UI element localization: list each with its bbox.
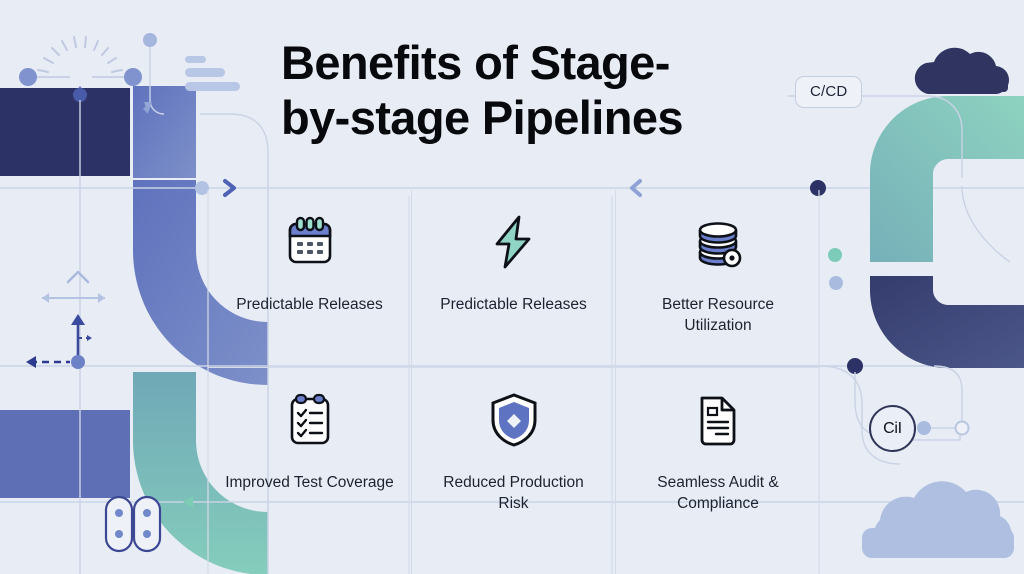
ci-circle-badge[interactable]: CiI (869, 405, 916, 452)
document-icon (688, 390, 748, 450)
benefit-card-predictable-releases-2[interactable]: Predictable Releases (412, 190, 616, 368)
calendar-icon (280, 212, 340, 272)
benefit-label: Seamless Audit & Compliance (657, 474, 779, 513)
benefit-label: Better Resource Utilization (662, 296, 774, 335)
gauge-icon (19, 36, 142, 102)
benefit-card-better-resource-utilization[interactable]: Better Resource Utilization (616, 190, 820, 368)
benefit-label: Reduced Production Risk (443, 474, 584, 513)
shield-icon (484, 390, 544, 450)
benefit-label: Predictable Releases (440, 296, 587, 313)
bar-chart-lines (185, 56, 240, 91)
capsule-pair-icon (104, 495, 193, 553)
right-connector-dots (917, 420, 970, 436)
page-title-line-2: by-stage Pipelines (281, 90, 684, 144)
cloud-light-icon (862, 481, 1014, 558)
left-navy-block (0, 88, 130, 176)
benefit-card-improved-test-coverage[interactable]: Improved Test Coverage (208, 368, 412, 574)
pipe-segment-teal-left (124, 250, 169, 368)
benefit-card-seamless-audit-compliance[interactable]: Seamless Audit & Compliance (616, 368, 820, 574)
pipe-elbow-blue-right (870, 276, 1024, 368)
page-title: Benefits of Stage- by-stage Pipelines (281, 36, 751, 145)
left-connector-arrows (143, 33, 157, 114)
arrow-markers-left (26, 270, 105, 369)
benefit-label: Improved Test Coverage (225, 474, 394, 491)
benefit-card-predictable-releases-1[interactable]: Predictable Releases (208, 190, 412, 368)
lightning-bolt-icon (484, 212, 544, 272)
pipe-elbow-teal-right (870, 96, 1024, 262)
benefits-grid: Predictable Releases Predictable Release… (208, 190, 820, 574)
database-stack-icon (688, 212, 748, 272)
pipe-segment-navy-right (945, 270, 1024, 364)
benefit-label: Predictable Releases (236, 296, 383, 313)
benefit-card-reduced-production-risk[interactable]: Reduced Production Risk (412, 368, 616, 574)
left-blue-block-bottom (0, 410, 130, 498)
page-title-line-1: Benefits of Stage- (281, 36, 670, 89)
clipboard-checklist-icon (280, 390, 340, 450)
cicd-badge[interactable]: C/CD (795, 76, 863, 108)
cloud-dark-icon (914, 47, 1010, 95)
